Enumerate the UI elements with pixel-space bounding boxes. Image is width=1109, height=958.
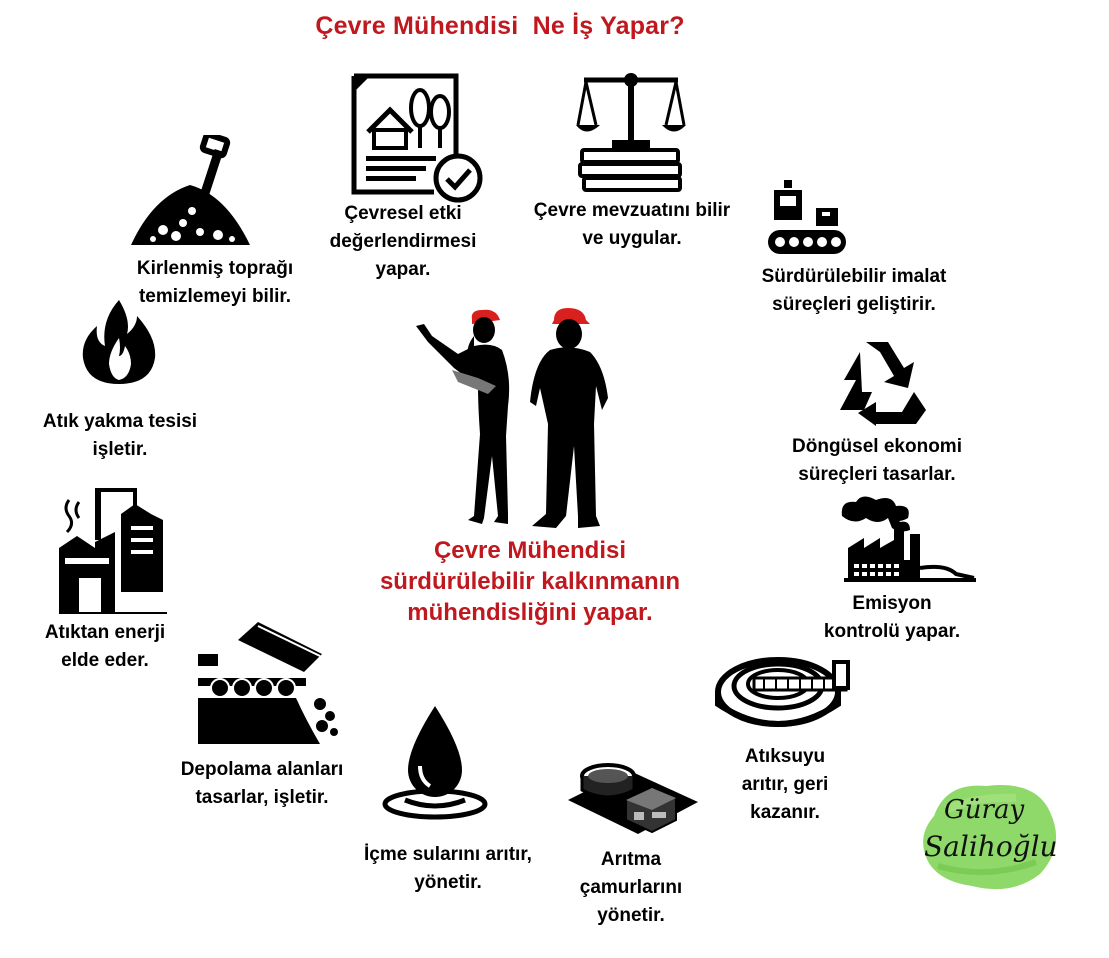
caption-sustainable-manufacturing: Sürdürülebilir imalat süreçleri geliştir…	[761, 266, 947, 315]
shovel-soil-icon	[128, 135, 253, 247]
sludge-plant-icon	[566, 756, 700, 838]
caption-wastewater: Atıksuyu arıtır, geri kazanır.	[741, 746, 829, 823]
svg-text:Salihoğlu: Salihoğlu	[924, 830, 1058, 863]
caption-legislation: Çevre mevzuatını bilir ve uygular.	[533, 200, 731, 249]
caption-circular-economy: Döngüsel ekonomi süreçleri tasarlar.	[792, 436, 962, 485]
caption-emission-control: Emisyon kontrolü yapar.	[823, 593, 961, 642]
page-title: Çevre Mühendisi Ne İş Yapar?	[315, 12, 685, 40]
caption-soil-remediation: Kirlenmiş toprağı temizlemeyi bilir.	[136, 258, 294, 307]
caption-waste-to-energy: Atıktan enerji elde eder.	[44, 622, 166, 671]
landfill-truck-icon	[196, 620, 346, 746]
caption-sludge-management: Arıtma çamurlarını yönetir.	[579, 849, 683, 926]
scales-books-icon	[576, 70, 686, 195]
water-drop-icon	[380, 704, 490, 822]
caption-environmental-impact: Çevresel etki değerlendirmesi yapar.	[329, 203, 477, 280]
center-caption: Çevre Mühendisi sürdürülebilir kalkınman…	[379, 537, 681, 626]
clarifier-tank-icon	[714, 640, 852, 736]
factory-emission-icon	[836, 494, 976, 584]
recycle-icon	[836, 336, 928, 426]
caption-drinking-water: İçme sularını arıtır, yönetir.	[364, 844, 532, 893]
flame-icon	[79, 298, 159, 386]
svg-text:Güray: Güray	[944, 795, 1024, 825]
caption-landfill: Depolama alanları tasarlar, işletir.	[180, 759, 344, 808]
document-check-icon	[350, 72, 485, 204]
signature-logo: Güray Salihoğlu	[916, 776, 1066, 896]
energy-plant-icon	[55, 486, 167, 614]
conveyor-robot-icon	[766, 178, 848, 256]
engineers-silhouette	[408, 306, 618, 531]
caption-incineration: Atık yakma tesisi işletir.	[42, 411, 198, 460]
